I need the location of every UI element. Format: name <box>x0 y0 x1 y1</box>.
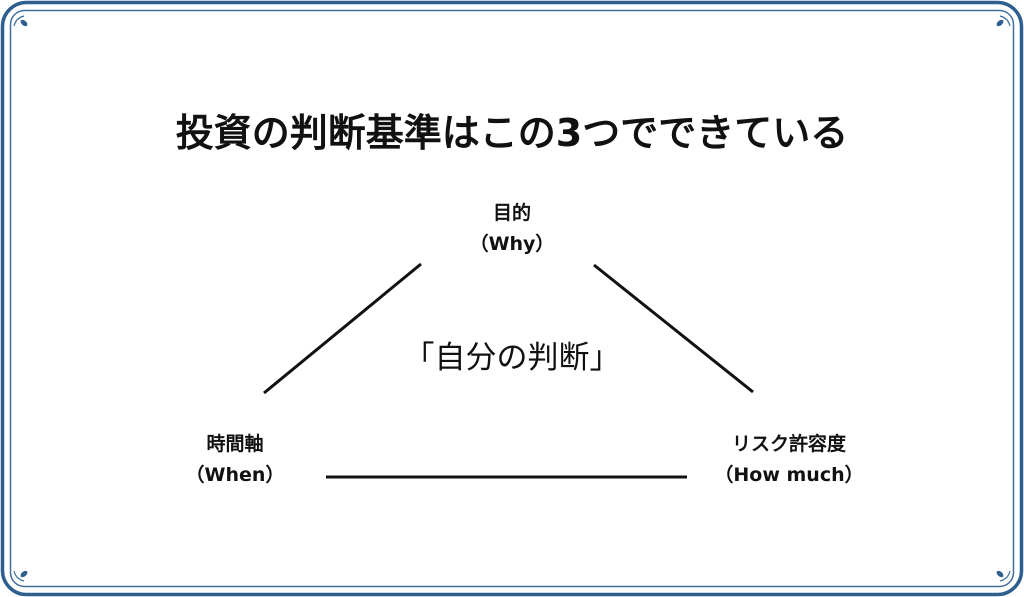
node-why-label-ja: 目的 <box>492 202 531 224</box>
node-how-much-label-ja: リスク許容度 <box>731 433 846 455</box>
corner-leaf-icon-top-right <box>996 15 1011 27</box>
node-when: 時間軸 （When） <box>135 429 335 491</box>
node-how-much: リスク許容度 （How much） <box>689 429 889 491</box>
node-why: 目的 （Why） <box>412 198 612 260</box>
node-when-label-en: （When） <box>185 464 285 486</box>
diagram-title: 投資の判断基準はこの3つでできている <box>175 111 849 155</box>
corner-leaf-icon-top-left <box>13 15 28 27</box>
corner-leaf-icon-bottom-left <box>13 570 28 582</box>
node-why-label-en: （Why） <box>469 233 555 255</box>
node-when-label-ja: 時間軸 <box>206 433 264 455</box>
center-label: 「自分の判断」 <box>403 340 621 376</box>
node-how-much-label-en: （How much） <box>714 464 864 486</box>
corner-leaf-icon-bottom-right <box>996 570 1011 582</box>
inner-border <box>9 9 1015 588</box>
